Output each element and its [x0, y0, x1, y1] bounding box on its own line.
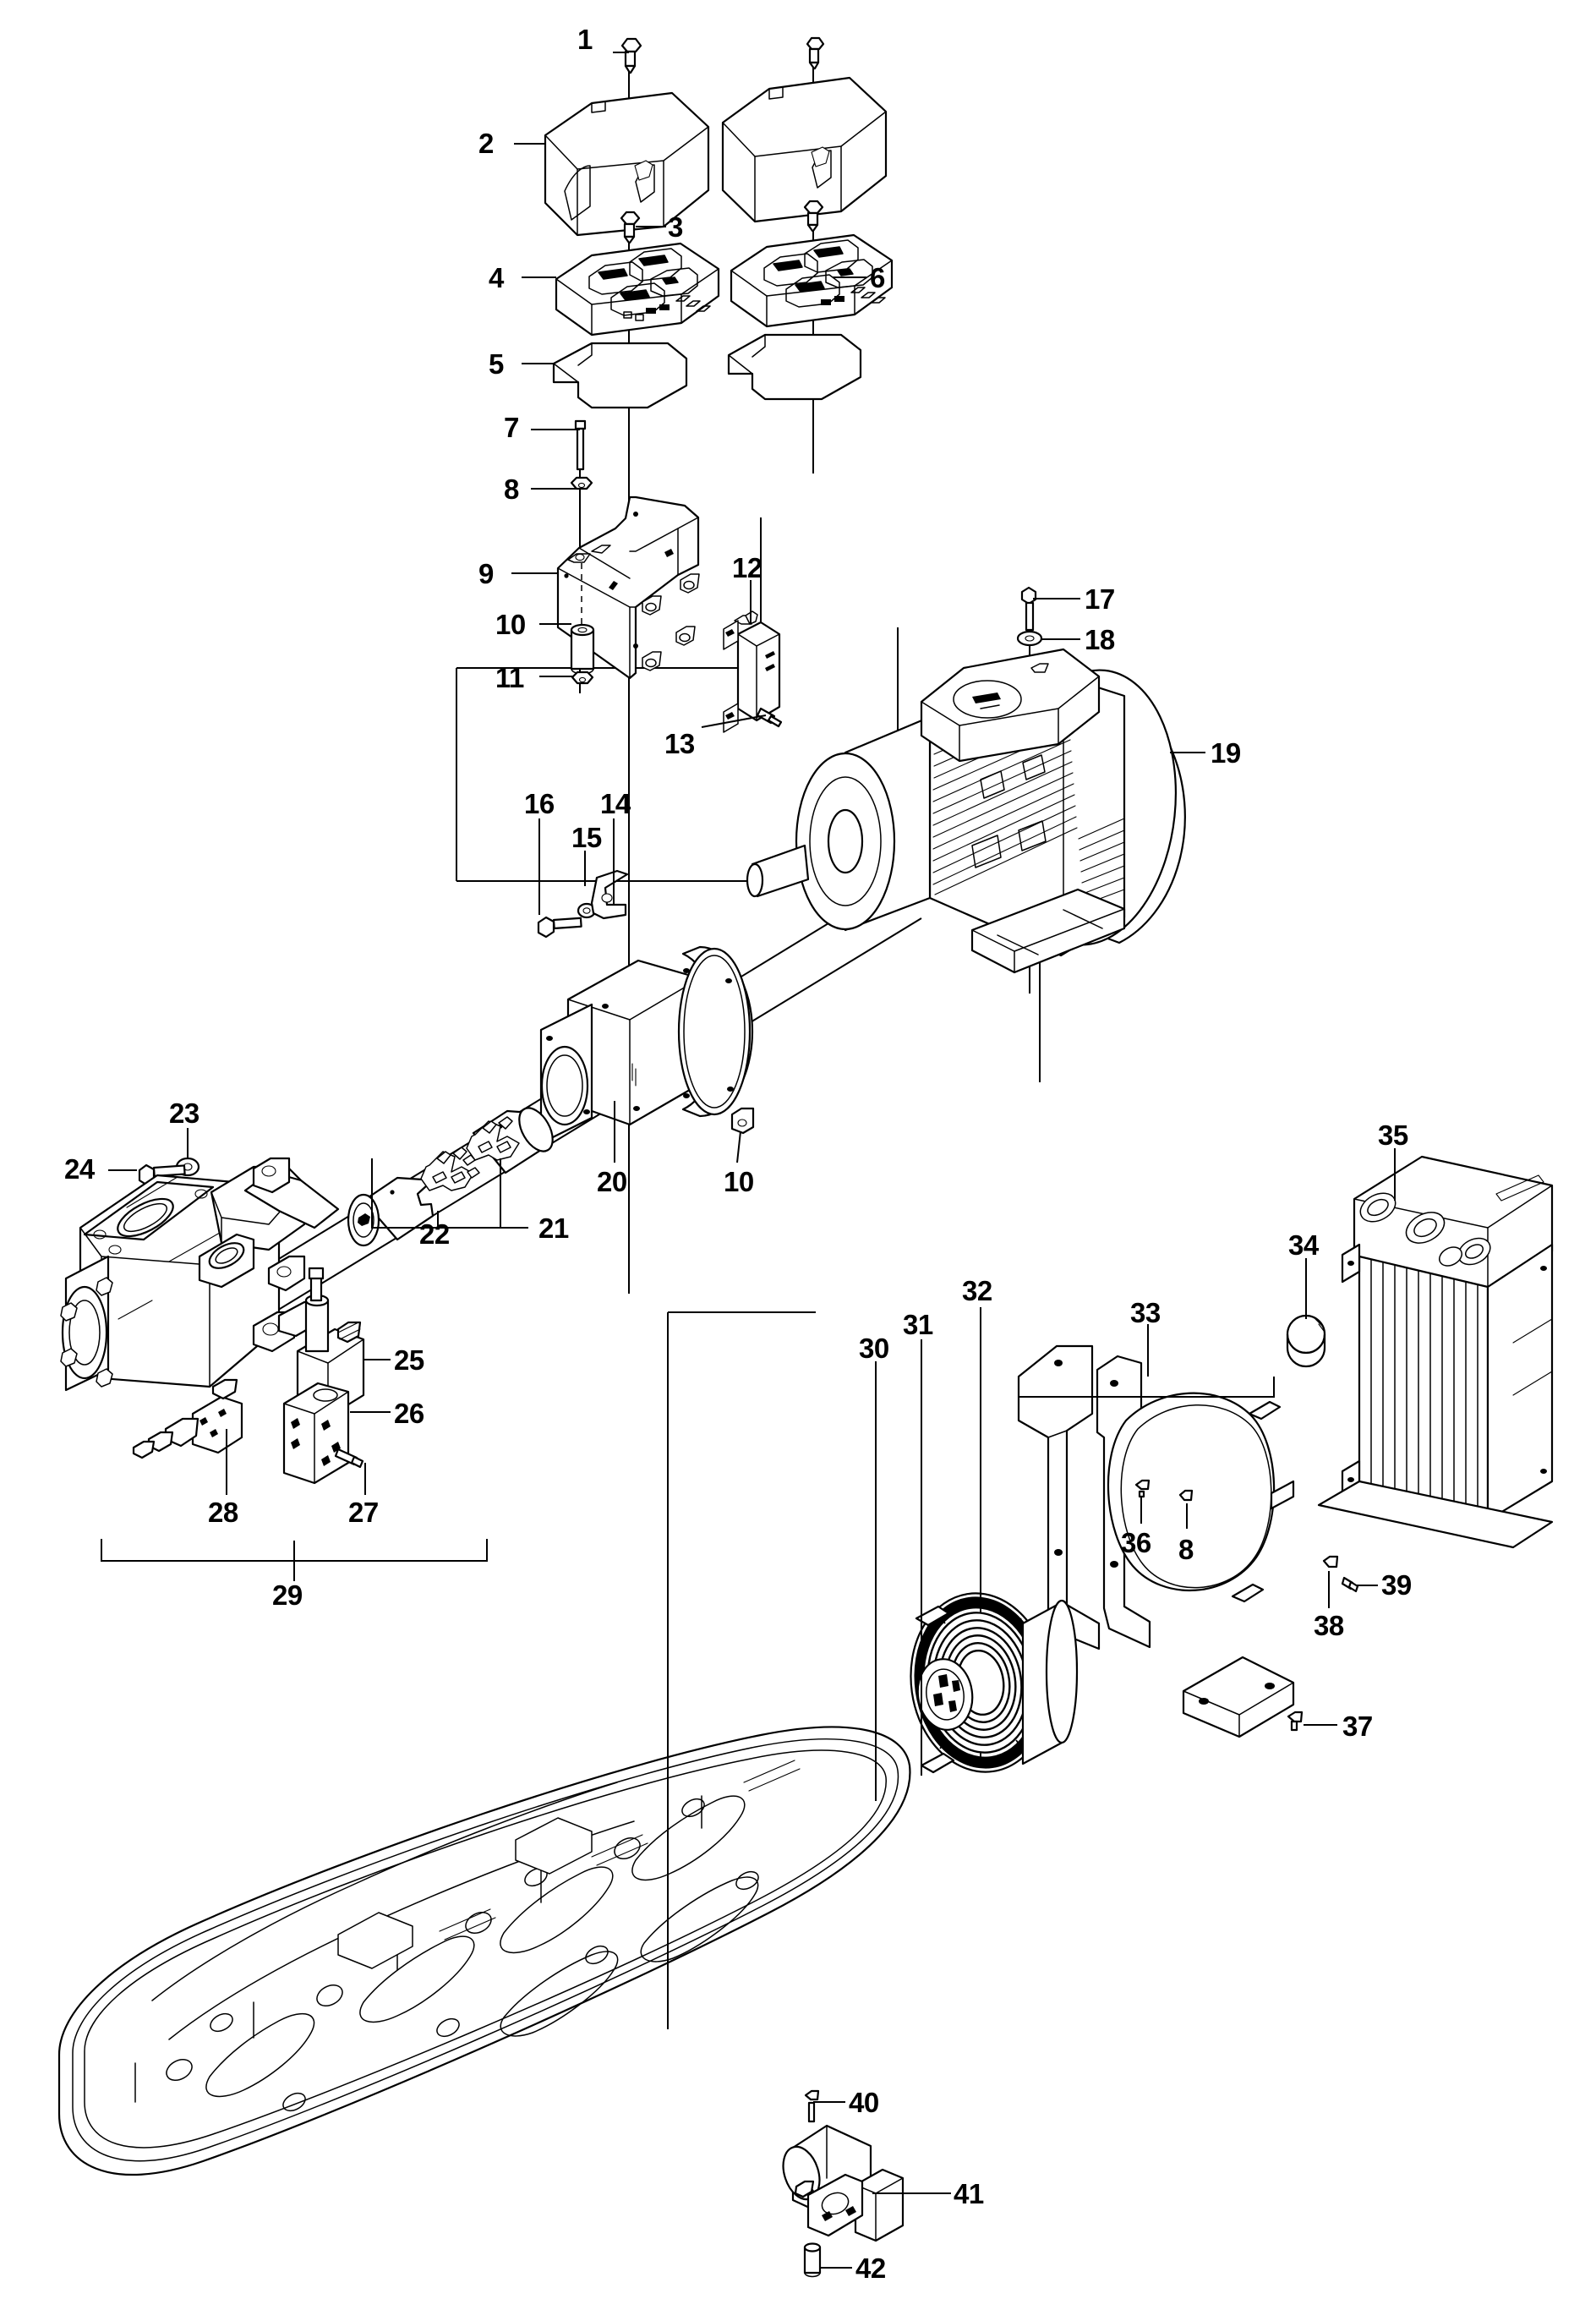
callout-32: 32 — [962, 1275, 992, 1306]
callout-23: 23 — [169, 1098, 200, 1129]
part-3-screw-right — [803, 200, 824, 233]
group-bracket-33 — [1018, 1377, 1275, 1398]
callout-33: 33 — [1130, 1297, 1161, 1328]
callout-27: 27 — [348, 1497, 379, 1528]
part-32-cooling-fan — [910, 1592, 1079, 1774]
callout-17: 17 — [1085, 583, 1115, 615]
callout-34: 34 — [1288, 1229, 1319, 1261]
part-5-insulation-plate-right — [727, 333, 862, 401]
callout-15: 15 — [571, 822, 602, 853]
callout-31: 31 — [903, 1309, 933, 1340]
callout-16: 16 — [524, 788, 555, 819]
callout-1: 1 — [577, 24, 593, 55]
callout-leaders — [108, 52, 1396, 2269]
callout-41: 41 — [954, 2178, 984, 2209]
callout-7: 7 — [504, 412, 519, 443]
group-bracket-29 — [101, 1539, 488, 1562]
callout-21: 21 — [538, 1213, 569, 1244]
part-38-nut — [1322, 1555, 1339, 1568]
callout-14: 14 — [600, 788, 631, 819]
part-2-terminal-box-cover-left — [544, 91, 710, 237]
callout-13: 13 — [664, 728, 695, 759]
part-29-hydraulic-pump-assembly — [60, 1157, 340, 1392]
callout-2: 2 — [478, 128, 494, 159]
callout-3: 3 — [668, 211, 683, 243]
part-8b-nut — [1178, 1489, 1194, 1502]
callout-6: 6 — [870, 262, 885, 293]
part-7-stud-bolt — [574, 419, 587, 471]
fan-bracket-foot — [1182, 1656, 1295, 1738]
callout-19: 19 — [1211, 737, 1241, 769]
part-39-screw — [1341, 1576, 1359, 1593]
part-1-screw — [620, 37, 642, 74]
part-31-fan-bracket — [1017, 1344, 1101, 1650]
part-17-bolt — [1020, 586, 1037, 632]
callout-8b: 8 — [1178, 1534, 1194, 1565]
callout-24: 24 — [64, 1153, 95, 1185]
callout-20: 20 — [597, 1166, 627, 1197]
callout-42: 42 — [855, 2253, 886, 2284]
part-40-bolt — [804, 2089, 820, 2123]
part-10b-spacer-sleeve — [730, 1107, 755, 1135]
callout-22: 22 — [419, 1218, 450, 1250]
part-28-pressure-switch — [132, 1378, 243, 1459]
part-37-screw — [1287, 1711, 1304, 1732]
part-5-insulation-plate-left — [552, 342, 688, 409]
callout-29: 29 — [272, 1579, 303, 1611]
callout-28: 28 — [208, 1497, 238, 1528]
part-3-screw-left — [620, 211, 641, 244]
callout-12: 12 — [732, 552, 762, 583]
part-1-screw-right — [806, 36, 825, 70]
part-14-lever-bracket — [590, 869, 629, 920]
part-16-hex-bolt — [537, 916, 582, 939]
callout-38: 38 — [1314, 1610, 1344, 1641]
part-4-relay-fuse-block-left — [555, 242, 720, 337]
callout-40: 40 — [849, 2087, 879, 2118]
part-12-relay — [723, 610, 781, 733]
callout-4: 4 — [489, 262, 504, 293]
callout-10b: 10 — [724, 1166, 754, 1197]
callout-25: 25 — [394, 1344, 424, 1376]
machine-base-frame — [57, 1726, 911, 2176]
callout-5: 5 — [489, 348, 504, 380]
part-20-bell-housing-adapter — [539, 945, 754, 1145]
part-11-nut — [571, 671, 594, 685]
part-19-electric-motor — [746, 648, 1186, 974]
part-27-screw — [334, 1448, 364, 1469]
part-8-nut — [570, 476, 593, 490]
part-26-valve-block — [282, 1382, 350, 1485]
part-42-spacer — [803, 2242, 822, 2278]
part-41-hydraulic-motor — [782, 2124, 905, 2242]
callout-10: 10 — [495, 609, 526, 640]
callout-37: 37 — [1342, 1711, 1373, 1742]
callout-35: 35 — [1378, 1119, 1408, 1151]
callout-26: 26 — [394, 1398, 424, 1429]
callout-9: 9 — [478, 558, 494, 589]
group-bracket-22 — [371, 1158, 501, 1229]
callout-8: 8 — [504, 474, 519, 505]
part-34-cooler-cap — [1286, 1314, 1326, 1368]
fan-shroud-frame — [1107, 1392, 1295, 1603]
callout-39: 39 — [1381, 1569, 1412, 1601]
part-18-washer — [1016, 630, 1043, 647]
part-10-spacer-sleeve — [570, 623, 595, 675]
callout-11: 11 — [495, 662, 524, 693]
part-6-relay-fuse-block-right — [730, 233, 894, 328]
part-35-oil-cooler — [1317, 1155, 1554, 1549]
callout-36: 36 — [1121, 1527, 1151, 1558]
callout-30: 30 — [859, 1333, 889, 1364]
part-21-coupling-assembly — [347, 1107, 554, 1247]
callout-18: 18 — [1085, 624, 1115, 655]
part-2-terminal-box-cover-right — [721, 76, 888, 223]
